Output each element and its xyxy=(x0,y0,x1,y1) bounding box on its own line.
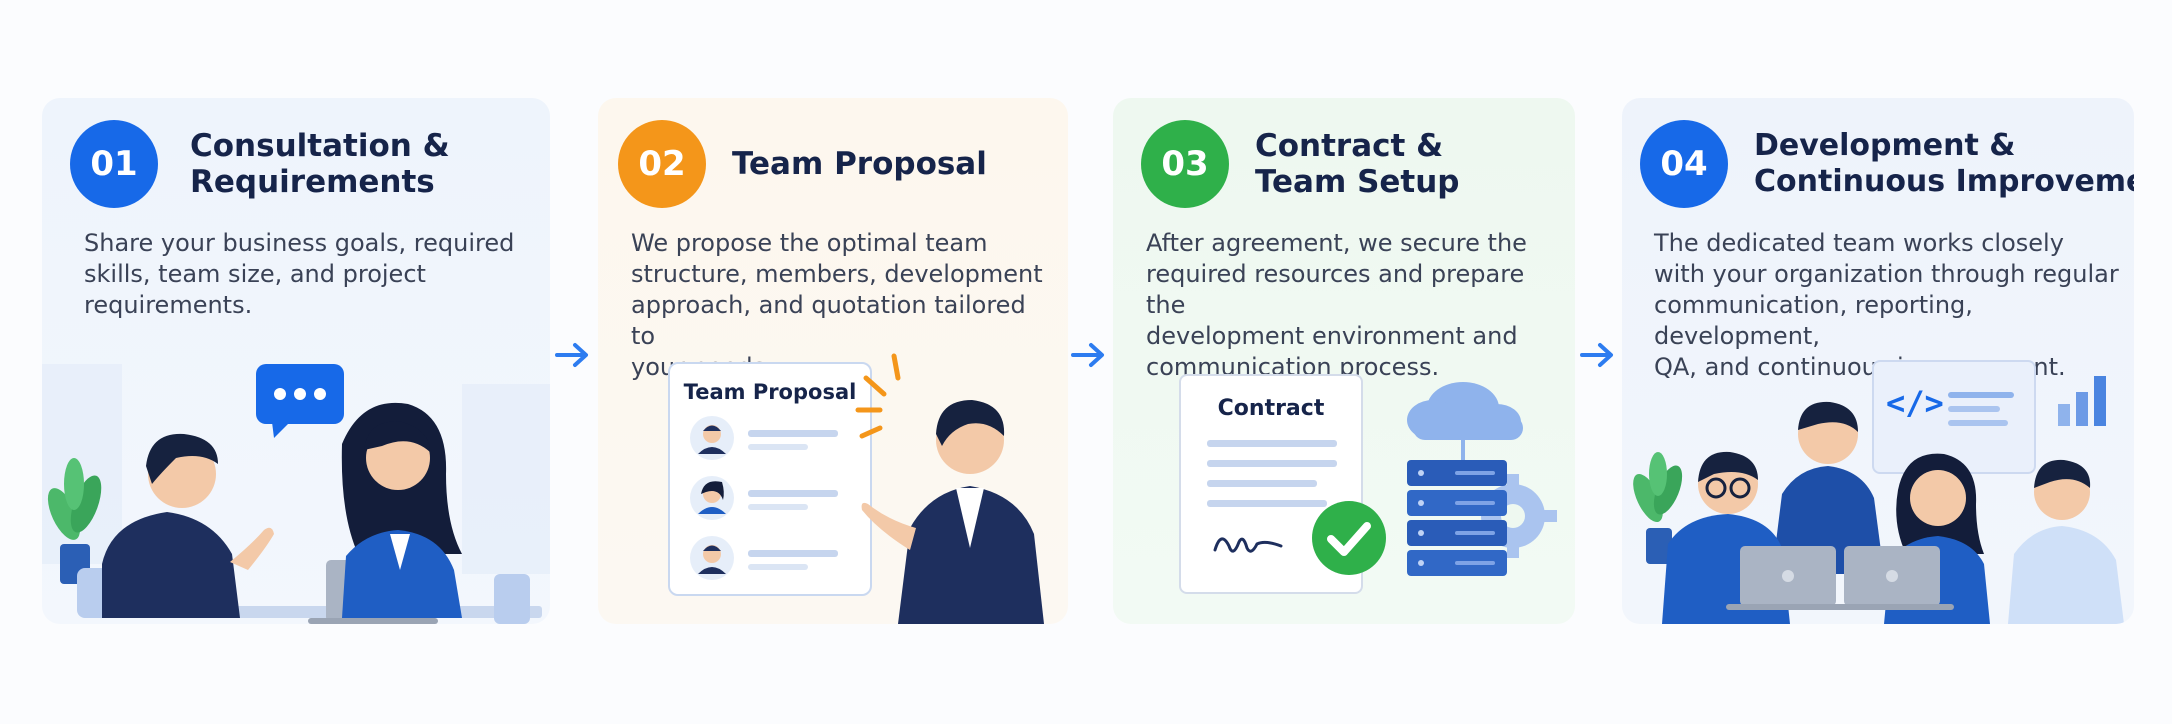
desc-line: communication, reporting, development, xyxy=(1654,291,1973,350)
check-circle-icon xyxy=(1312,501,1386,575)
chat-bubble-icon xyxy=(256,364,344,438)
step-card-consultation: 01 Consultation & Requirements Share you… xyxy=(42,98,550,624)
step-title-line2: Team Setup xyxy=(1255,164,1460,200)
step-title: Team Proposal xyxy=(732,146,987,182)
step-card-contract-setup: 03 Contract & Team Setup After agreement… xyxy=(1113,98,1575,624)
desc-line: Share your business goals, required xyxy=(84,229,515,257)
consultation-illustration xyxy=(42,364,550,624)
presenter-figure xyxy=(855,353,1044,624)
step-title-line2: Continuous Improvement xyxy=(1754,164,2134,199)
desc-line: required resources and prepare the xyxy=(1146,260,1525,319)
signature-icon xyxy=(1213,537,1283,553)
step-description: After agreement, we secure the required … xyxy=(1146,228,1555,383)
step-number-badge: 03 xyxy=(1141,120,1229,208)
step-title: Development & Continuous Improvement xyxy=(1754,128,2134,200)
desc-line: The dedicated team works closely xyxy=(1654,229,2064,257)
laptop-icon xyxy=(1830,546,1954,610)
cloud-server-illustration xyxy=(1407,382,1557,576)
code-icon: </> xyxy=(1886,384,1944,422)
step-title-line1: Consultation & xyxy=(190,128,450,164)
server-stack-icon xyxy=(1407,460,1507,576)
step-number-badge: 01 xyxy=(70,120,158,208)
step-title: Contract & Team Setup xyxy=(1255,128,1460,200)
proposal-document: Team Proposal xyxy=(668,362,872,596)
step-description: The dedicated team works closely with yo… xyxy=(1654,228,2128,383)
step-title-line1: Development & xyxy=(1754,128,2016,163)
team-member-list xyxy=(690,416,838,580)
code-lines xyxy=(1948,392,2014,426)
step-description: Share your business goals, required skil… xyxy=(84,228,530,321)
cloud-icon xyxy=(1407,382,1523,460)
step-title-line1: Team Proposal xyxy=(732,146,987,182)
laptop-icon xyxy=(1726,546,1850,610)
step-title-line1: Contract & xyxy=(1255,128,1444,164)
team-illustration xyxy=(1633,401,2124,624)
desc-line: After agreement, we secure the xyxy=(1146,229,1527,257)
desc-line: development environment and xyxy=(1146,322,1518,350)
arrow-right-icon xyxy=(1580,343,1613,367)
woman-client-figure xyxy=(341,402,530,624)
code-board: </> xyxy=(1872,360,2036,474)
step-card-team-proposal: 02 Team Proposal We propose the optimal … xyxy=(598,98,1068,624)
step-number-badge: 02 xyxy=(618,120,706,208)
desc-line: requirements. xyxy=(84,291,253,319)
contract-lines xyxy=(1207,440,1337,553)
contract-document-title: Contract xyxy=(1217,396,1325,421)
step-title-line2: Requirements xyxy=(190,164,435,200)
member-avatar-icon xyxy=(690,536,734,580)
desc-line: We propose the optimal team xyxy=(631,229,988,257)
member-avatar-icon xyxy=(690,416,734,460)
plant-icon xyxy=(1633,452,1683,564)
bar-chart-icon xyxy=(2058,376,2106,426)
step-number-badge: 04 xyxy=(1640,120,1728,208)
proposal-document-title: Team Proposal xyxy=(683,380,857,404)
desc-line: with your organization through regular xyxy=(1654,260,2119,288)
arrow-right-icon xyxy=(1071,343,1104,367)
desc-line: structure, members, development xyxy=(631,260,1043,288)
arrow-right-icon xyxy=(555,343,588,367)
step-title: Consultation & Requirements xyxy=(190,128,450,200)
man-consultant-figure xyxy=(77,433,274,618)
step-description: We propose the optimal team structure, m… xyxy=(631,228,1048,383)
desc-line: approach, and quotation tailored to xyxy=(631,291,1026,350)
sparkle-icon xyxy=(855,353,901,439)
desc-line: skills, team size, and project xyxy=(84,260,426,288)
step-card-development: 04 Development & Continuous Improvement … xyxy=(1622,98,2134,624)
member-avatar-icon xyxy=(690,476,734,520)
